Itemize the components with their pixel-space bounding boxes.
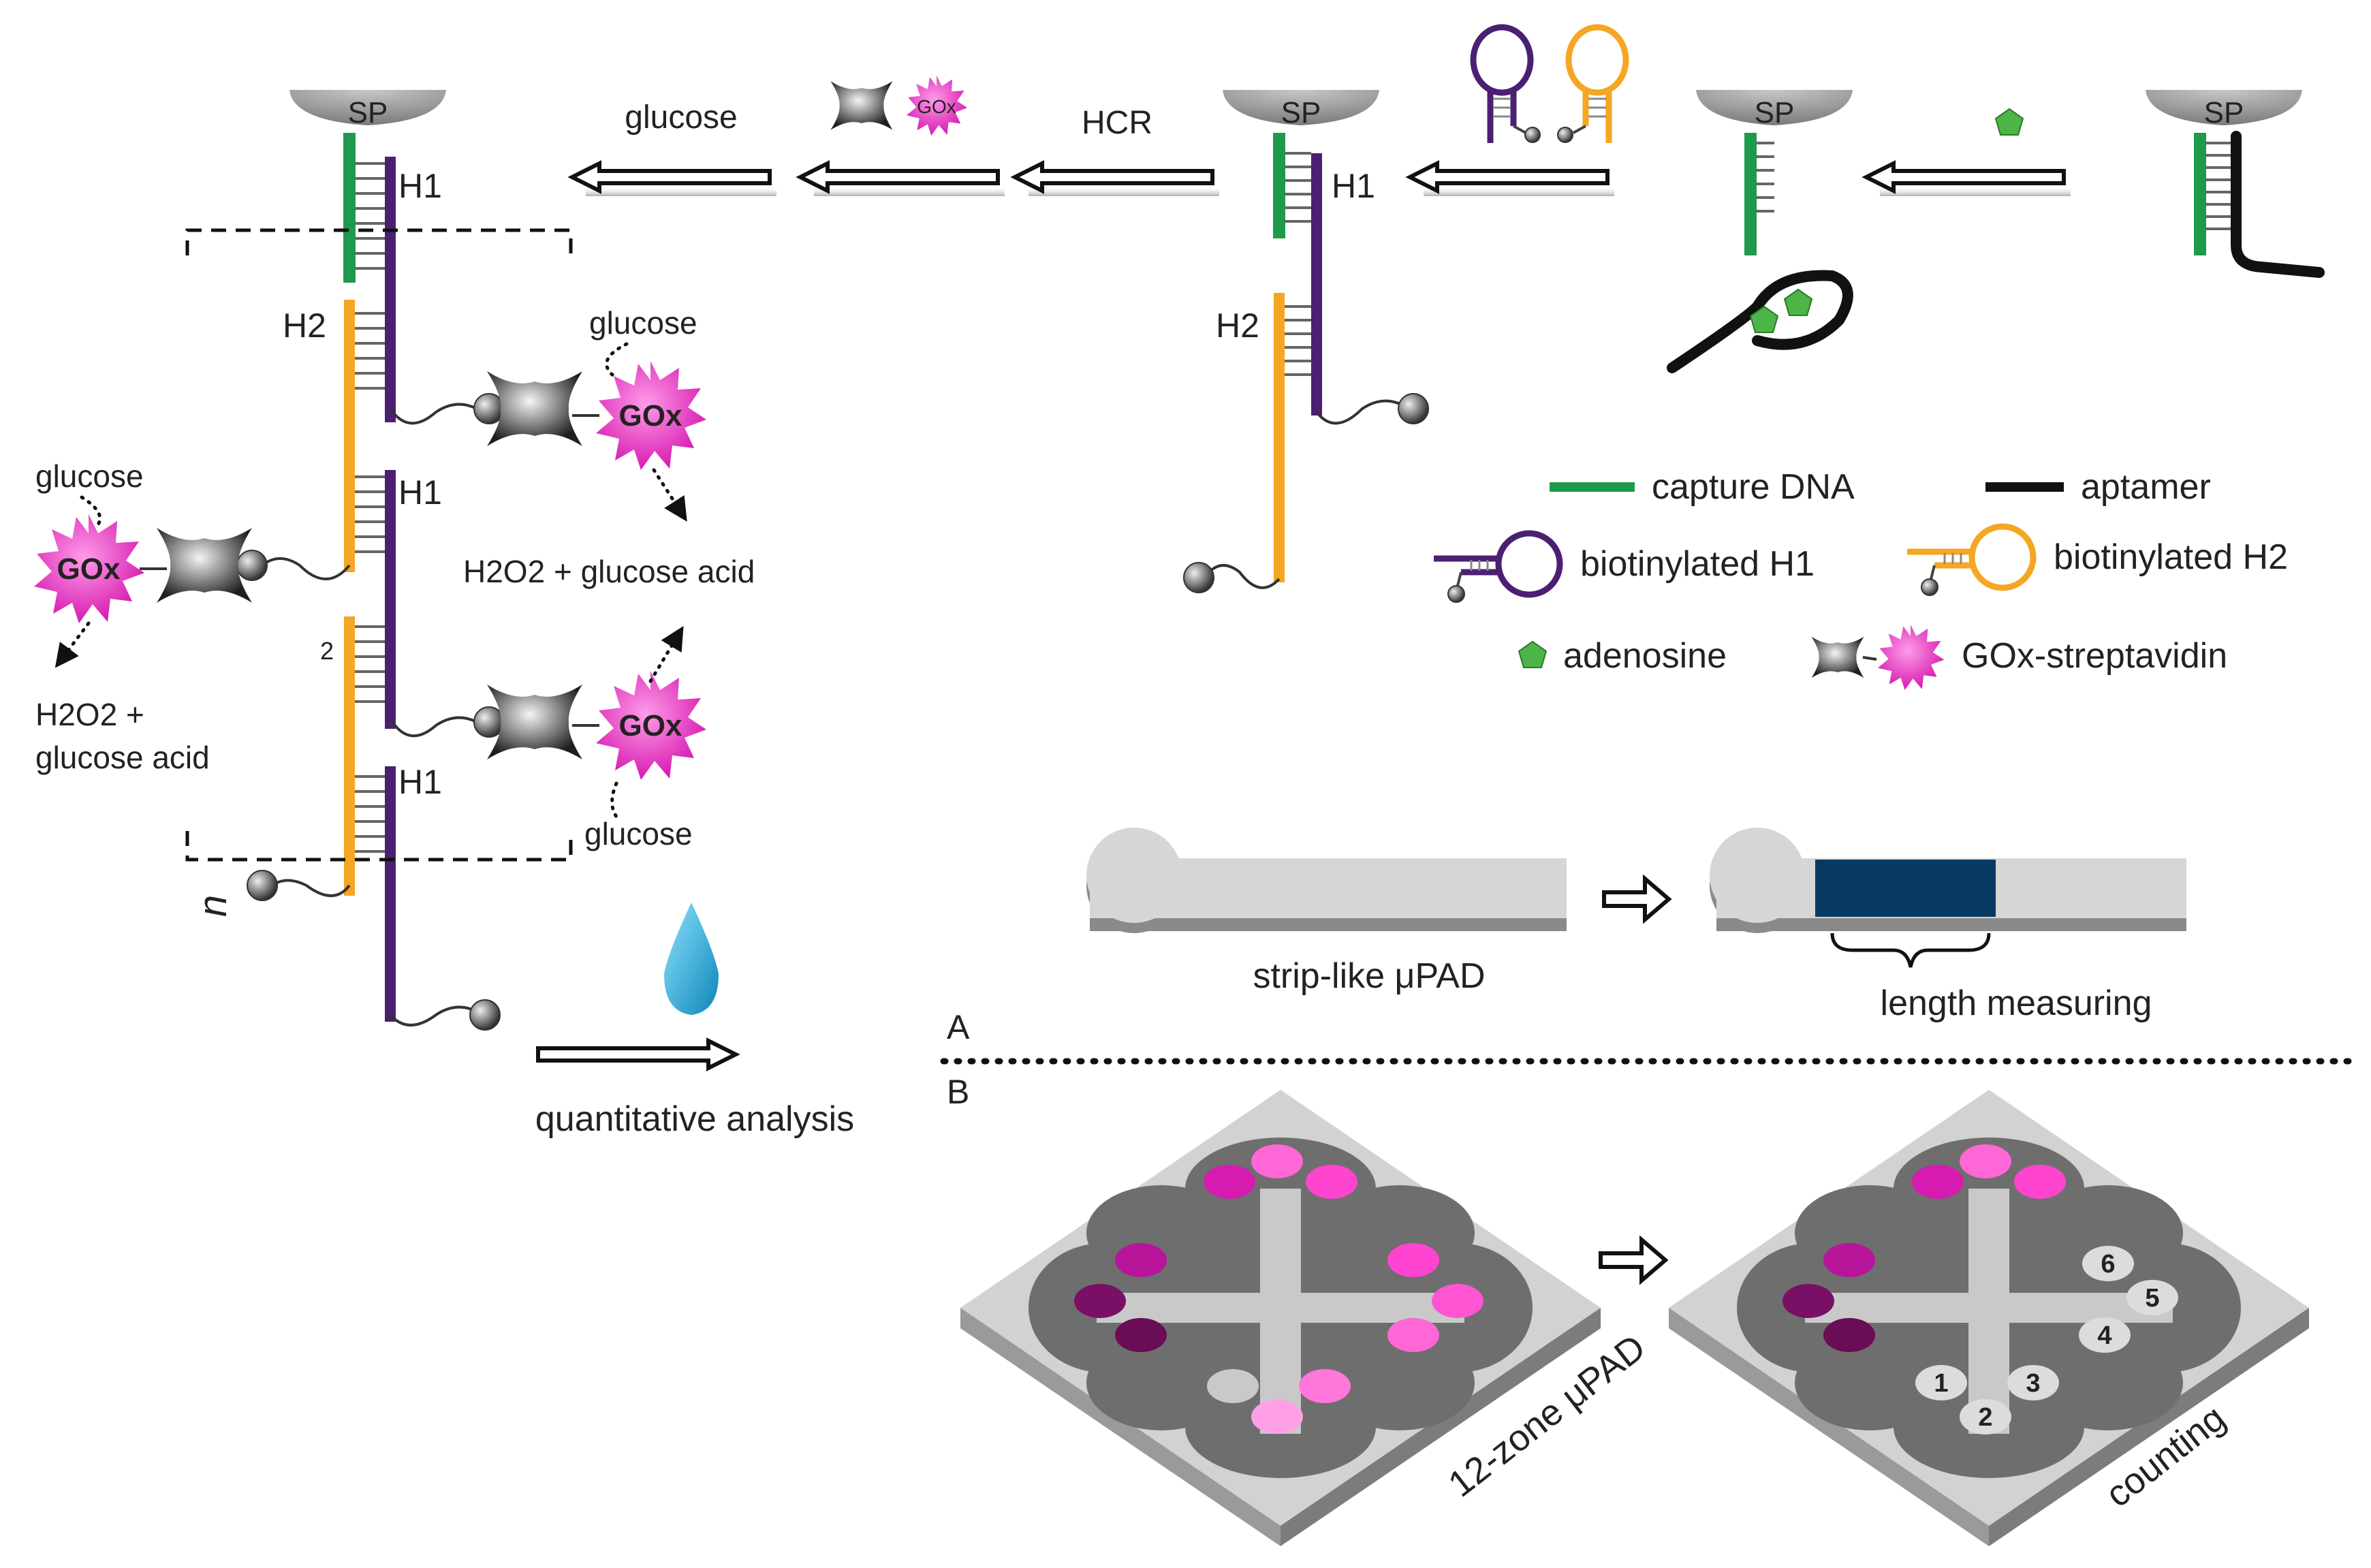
repeat-n-label: n [191,895,235,917]
legend-gox-streptavidin: GOx-streptavidin [1962,636,2227,676]
pentagon-icon [1784,289,1812,316]
base-pairs [1285,152,1311,376]
panel-b-label: B [947,1073,969,1111]
h1-label: H1 [398,763,442,801]
legend-h2-swatch [1907,523,2037,596]
svg-text:GOx: GOx [619,399,682,433]
hairpin-h1-icon [1470,24,1541,143]
h2-label: H2 [283,307,326,345]
length-brace [1830,932,1991,968]
legend-h1-swatch [1434,530,1563,603]
legend: capture DNA aptamer biotinylated H1 biot… [1434,467,2288,690]
step-capture-aptamer: SP [2146,90,2325,278]
product-label-line2: glucose acid [35,740,210,775]
glucose-label: glucose [589,305,697,341]
quantitative-analysis-label: quantitative analysis [535,1099,854,1139]
legend-biotinylated-h1: biotinylated H1 [1580,544,1815,584]
gox-streptavidin-icon: GOx [830,76,968,136]
zone-number: 6 [2101,1250,2115,1279]
h1-label: H1 [1332,167,1375,205]
gox-complex-lower-right: GOx [473,671,706,780]
svg-text:GOx: GOx [917,96,956,117]
biotin-ball-icon [1398,393,1429,424]
hcr-product: SP H1 H2 H1 2 H1 n [185,90,573,1031]
base-pairs [355,162,385,853]
h1-label: H1 [398,473,442,512]
biotin-ball-icon [1183,562,1214,593]
h2-label: H2 [1216,307,1259,345]
repeat-bracket-top [185,228,573,255]
twelve-zone-pad [960,1090,1601,1546]
gox-star-icon [1878,625,1945,690]
hairpin-h2-icon [1557,24,1629,143]
counting-pad: 1 2 3 4 5 6 [1669,1090,2309,1546]
zone-number: 4 [2097,1321,2111,1350]
legend-capture-dna: capture DNA [1652,467,1855,507]
aptamer-strand [1667,270,1853,373]
hcr-label: HCR [1082,105,1152,141]
test-zones [1074,1144,1483,1434]
gox-complex-left: GOx [34,514,268,623]
zone-number: 5 [2145,1284,2159,1313]
svg-text:GOx: GOx [57,552,121,586]
repeat-count-label: 2 [320,637,334,665]
strip-like-label: strip-like μPAD [1253,956,1485,996]
legend-aptamer: aptamer [2081,467,2211,507]
step-hcr-complex: SP H1 H2 [1183,90,1429,593]
sp-label: SP [1755,96,1795,129]
h1-label: H1 [398,167,442,205]
svg-text:GOx: GOx [619,709,682,742]
zone-number: 3 [2026,1369,2040,1398]
zone-number: 2 [1978,1403,1992,1432]
panel-a-label: A [947,1008,970,1046]
base-pairs [1756,142,1774,213]
streptavidin-icon [1811,636,1864,678]
arrow-icon [1410,163,1614,196]
zone-number: 1 [1934,1369,1948,1398]
glucose-label: glucose [35,458,144,494]
strip-pad-developed [1710,828,2186,968]
legend-adenosine: adenosine [1563,636,1727,676]
legend-biotinylated-h2: biotinylated H2 [2054,537,2288,577]
arrow-icon [1015,163,1219,196]
arrow-icon [800,163,1005,196]
color-bar [1815,860,1996,917]
pentagon-icon [1518,641,1547,668]
glucose-label: glucose [625,99,737,136]
biotin-ball-icon [469,999,501,1031]
product-label-line1: H2O2 + [35,697,144,732]
arrow-icon [1866,163,2071,196]
arrow-icon [572,163,776,196]
length-measuring-label: length measuring [1881,984,2152,1023]
step-aptamer-release: SP [1667,90,1853,373]
repeat-bracket-bottom [185,831,573,862]
arrow-icon [1599,1235,1669,1285]
sp-label: SP [1281,96,1321,129]
sp-label: SP [348,96,388,129]
strip-pad-blank [1086,828,1567,933]
product-label: H2O2 + glucose acid [463,554,755,589]
droplet-icon [664,903,719,1015]
glucose-label: glucose [584,816,693,851]
arrow-icon [1602,874,1672,924]
pentagon-icon [1995,108,2024,136]
sp-label: SP [2204,96,2244,129]
gox-complex-upper-right: GOx [473,361,706,470]
biotin-ball-icon [247,870,278,901]
base-pairs [2205,142,2231,230]
counted-zones [1783,1144,2178,1434]
arrow-icon [538,1041,736,1068]
aptamer-strand [2231,131,2325,278]
